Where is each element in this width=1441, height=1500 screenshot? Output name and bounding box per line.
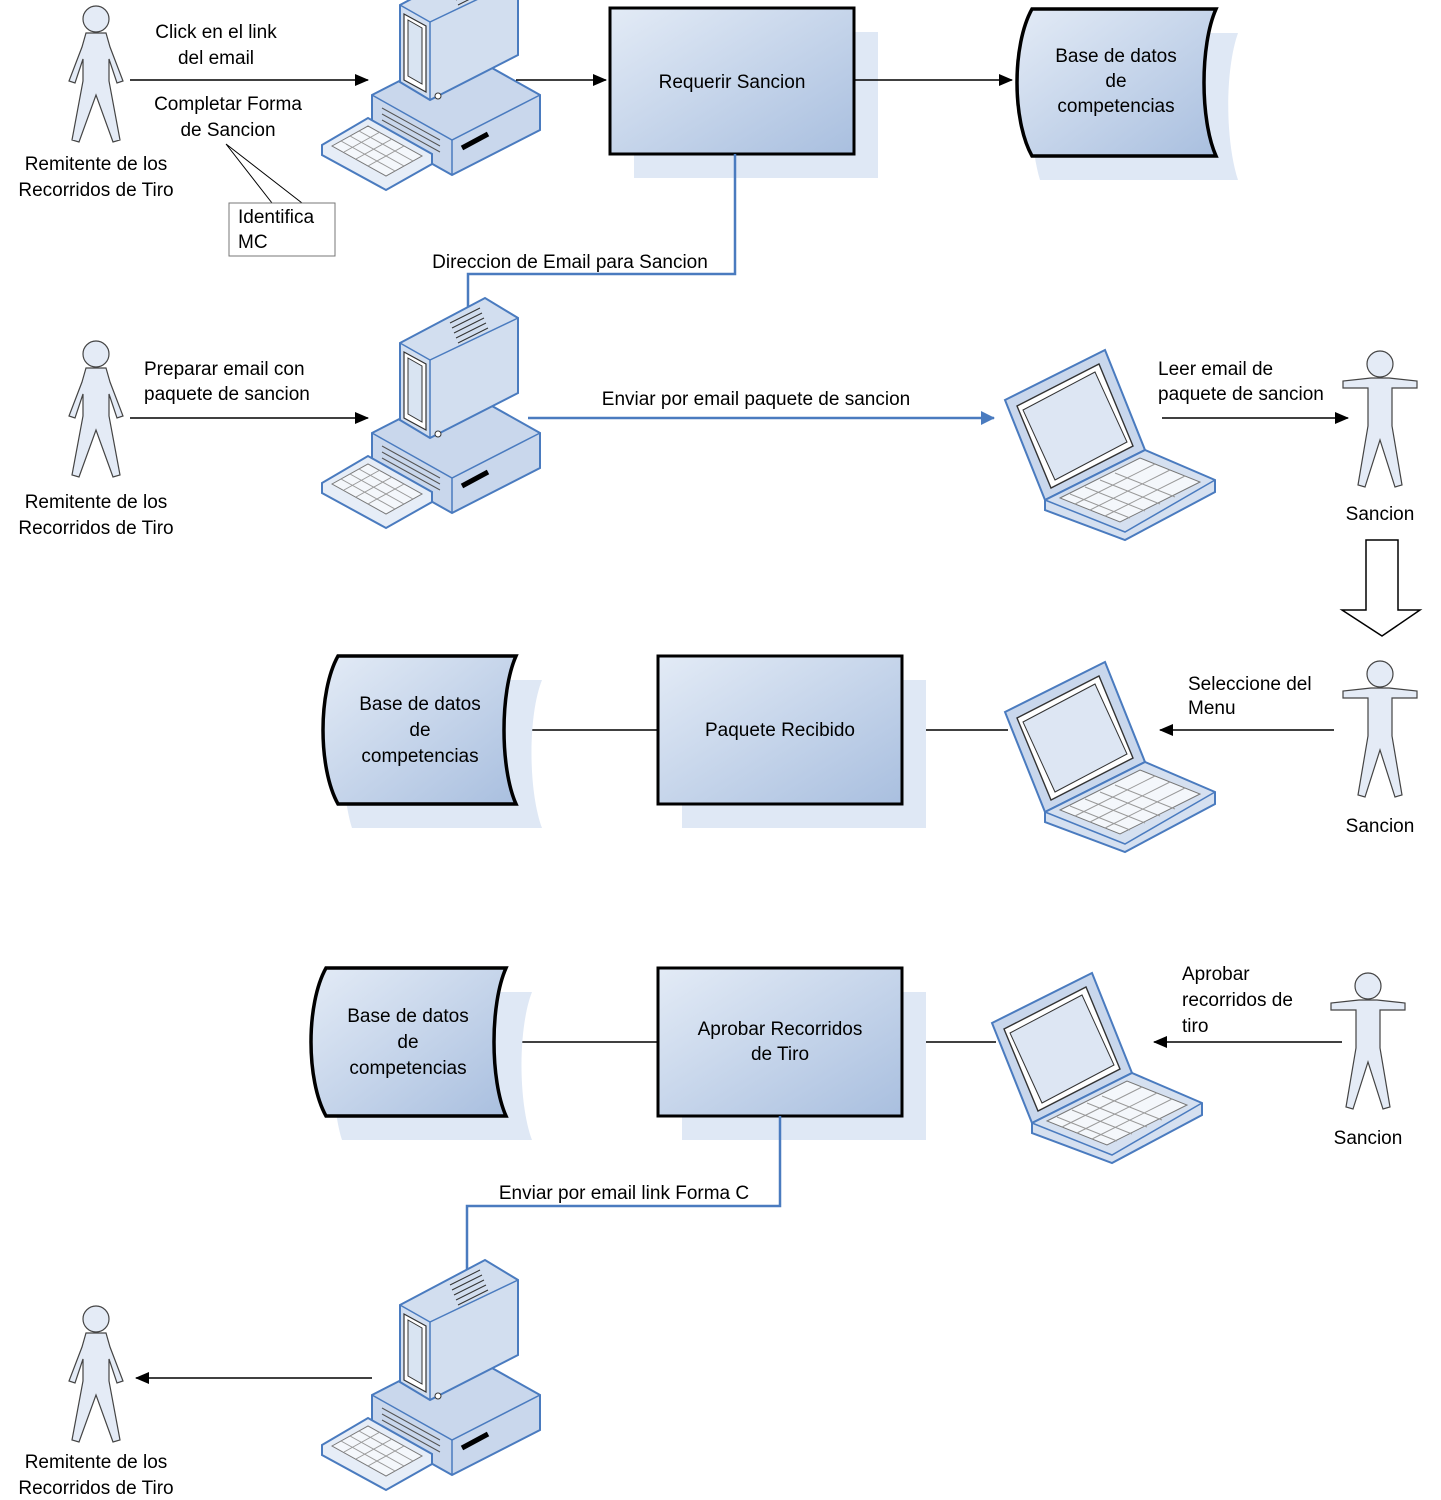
label-aprobar: recorridos de [1182,990,1293,1011]
db-label-line: competencias [349,1058,466,1079]
label-completar: Completar Forma [154,94,302,115]
actor-label: Sancion [1346,504,1415,525]
actor-remitente-2: Remitente de los Recorridos de Tiro [18,340,174,539]
label-preparar-email: Preparar email con [144,359,305,380]
actor-sancion-3: Sancion [1330,972,1406,1149]
label-click-link: Click en el link [155,22,277,43]
database-competencias-3: Base de datos de competencias [309,966,532,1140]
label-enviar-forma-c: Enviar por email link Forma C [499,1183,749,1204]
process-paquete-recibido: Paquete Recibido [656,654,926,828]
database-competencias-1: Base de datos de competencias [1015,7,1238,180]
db-label-line: Base de datos [1055,46,1176,67]
down-arrow-icon [1339,539,1423,637]
desktop-computer-icon [322,0,540,190]
label-preparar-email: paquete de sancion [144,384,310,405]
process-aprobar-recorridos: Aprobar Recorridos de Tiro [656,966,926,1140]
process-label: Requerir Sancion [659,72,806,93]
actor-label-line: Recorridos de Tiro [18,1478,173,1499]
actor-remitente-3: Remitente de los Recorridos de Tiro [18,1305,174,1499]
actor-label-line: Remitente de los [25,492,168,513]
label-leer-email: Leer email de [1158,359,1273,380]
callout-text: Identifica [238,207,314,228]
label-seleccione: Menu [1188,698,1236,719]
db-label-line: de [409,720,430,741]
arrow-enviar-forma-c [460,1116,782,1301]
label-enviar-paquete: Enviar por email paquete de sancion [602,389,910,410]
label-seleccione: Seleccione del [1188,674,1312,695]
actor-remitente-1: Remitente de los Recorridos de Tiro [18,5,174,201]
label-completar: de Sancion [180,120,275,141]
desktop-computer-icon [322,1260,540,1490]
actor-label-line: Remitente de los [25,1452,168,1473]
db-label-line: competencias [1057,96,1174,117]
db-label-line: Base de datos [359,694,480,715]
process-label: de Tiro [751,1044,809,1065]
actor-sancion-2: Sancion [1342,660,1418,837]
actor-label: Sancion [1334,1128,1403,1149]
label-leer-email: paquete de sancion [1158,384,1324,405]
actor-sancion-1: Sancion [1342,350,1418,525]
laptop-icon [1004,661,1216,853]
db-label-line: de [397,1032,418,1053]
process-label: Paquete Recibido [705,720,855,741]
process-requerir-sancion: Requerir Sancion [608,6,878,178]
callout-identifica-mc: Identifica MC [225,143,336,257]
label-direccion-email: Direccion de Email para Sancion [432,252,708,273]
actor-label-line: Recorridos de Tiro [18,518,173,539]
label-aprobar: Aprobar [1182,964,1250,985]
laptop-icon [991,972,1203,1164]
label-click-link: del email [178,48,254,69]
process-label: Aprobar Recorridos [698,1019,863,1040]
database-competencias-2: Base de datos de competencias [321,654,542,828]
actor-label-line: Remitente de los [25,154,168,175]
db-label-line: de [1105,71,1126,92]
label-aprobar: tiro [1182,1016,1208,1037]
callout-text: MC [238,232,268,253]
actor-label: Sancion [1346,816,1415,837]
db-label-line: Base de datos [347,1006,468,1027]
db-label-line: competencias [361,746,478,767]
desktop-computer-icon [322,298,540,528]
actor-label-line: Recorridos de Tiro [18,180,173,201]
